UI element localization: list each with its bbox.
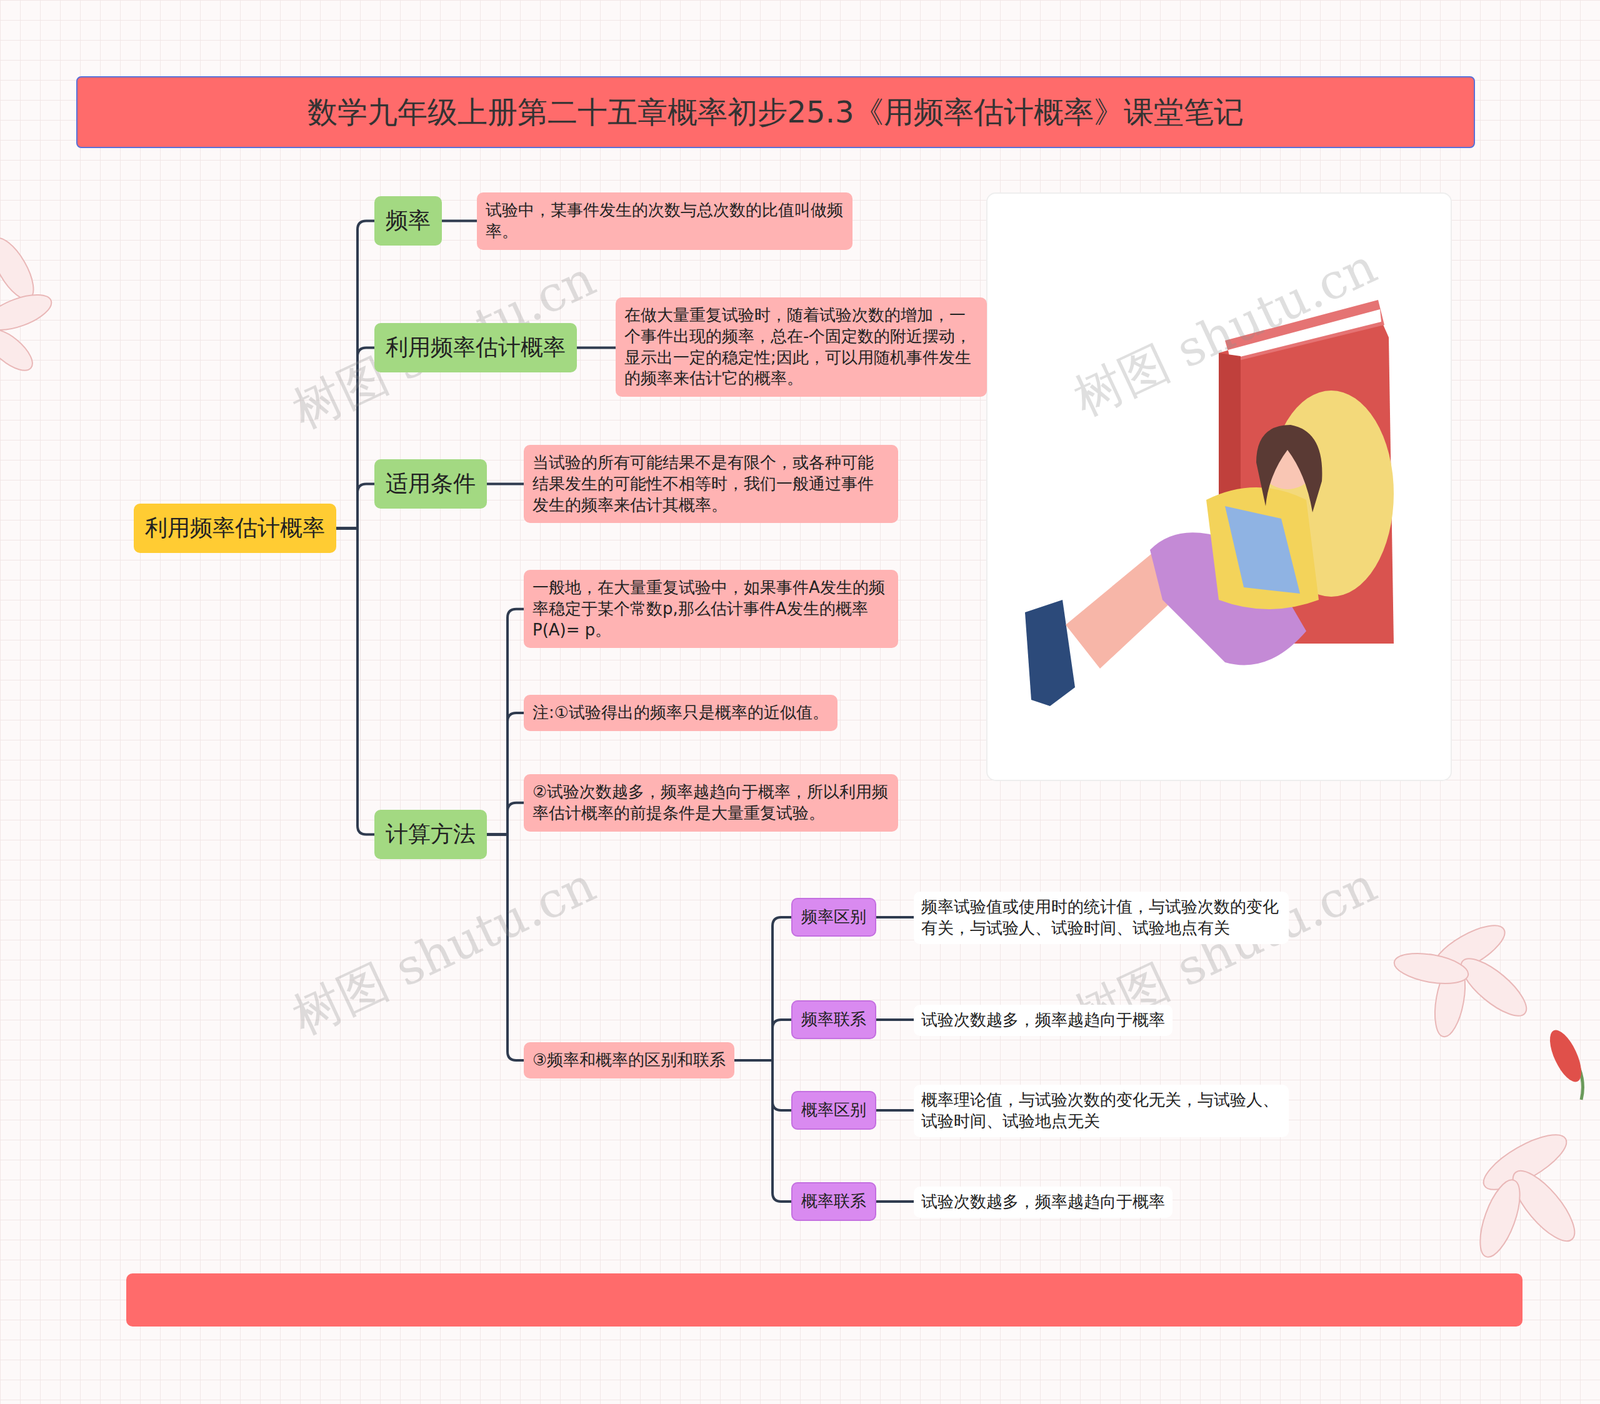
note-box: ③频率和概率的区别和联系 — [523, 1042, 735, 1079]
topic-box: 利用频率估计概率 — [374, 323, 577, 373]
connector — [486, 609, 524, 835]
node-text: 频率试验值或使用时的统计值，与试验次数的变化有关，与试验人、试验时间、试验地点有… — [921, 896, 1282, 940]
node-text: 当试验的所有可能结果不是有限个，或各种可能结果发生的可能性不相等时，我们一般通过… — [532, 452, 890, 516]
node-text: 概率区别 — [801, 1100, 867, 1122]
node-text: 利用频率估计概率 — [385, 333, 566, 363]
connector — [734, 1020, 792, 1061]
note-box: 当试验的所有可能结果不是有限个，或各种可能结果发生的可能性不相等时，我们一般通过… — [523, 445, 899, 524]
watermark: 树图 shutu.cn — [282, 853, 606, 1051]
node-text: 概率理论值，与试验次数的变化无关，与试验人、 试验时间、试验地点无关 — [921, 1090, 1282, 1133]
connector — [734, 1060, 792, 1111]
connector — [441, 219, 477, 222]
connector — [486, 803, 524, 835]
node-text: 适用条件 — [385, 469, 476, 499]
connector — [876, 916, 914, 919]
node-text: 计算方法 — [385, 820, 476, 850]
connector — [876, 1018, 914, 1022]
note-box: 试验中，某事件发生的次数与总次数的比值叫做频率。 — [476, 192, 853, 250]
footer-band — [126, 1273, 1523, 1327]
connector — [734, 917, 792, 1061]
node-text: 在做大量重复试验时，随着试验次数的增加，一个事件出现的频率，总在-个固定数的附近… — [624, 305, 979, 390]
sub-topic-box: 频率区别 — [791, 898, 877, 937]
connector — [486, 713, 524, 835]
note-box: 一般地，在大量重复试验中，如果事件A发生的频率稳定于某个常数p,那么估计事件A发… — [523, 570, 899, 649]
topic-box: 计算方法 — [374, 810, 487, 860]
sub-topic-box: 概率区别 — [791, 1091, 877, 1130]
node-text: 注:①试验得出的频率只是概率的近似值。 — [532, 702, 829, 724]
flower — [0, 231, 1585, 1262]
root-box: 利用频率估计概率 — [133, 503, 337, 554]
flower-bud — [1543, 1026, 1589, 1087]
node-text: 试验次数越多，频率越趋向于概率 — [921, 1191, 1165, 1214]
topic-box: 频率 — [374, 196, 442, 246]
detail-box: 频率试验值或使用时的统计值，与试验次数的变化有关，与试验人、试验时间、试验地点有… — [913, 891, 1289, 945]
node-text: 频率区别 — [801, 906, 867, 929]
node-text: ③频率和概率的区别和联系 — [532, 1050, 726, 1072]
topic-box: 适用条件 — [374, 459, 487, 509]
node-text: 试验次数越多，频率越趋向于概率 — [921, 1010, 1165, 1032]
note-box: 在做大量重复试验时，随着试验次数的增加，一个事件出现的频率，总在-个固定数的附近… — [615, 297, 987, 397]
node-text: 概率联系 — [801, 1191, 867, 1213]
sub-topic-box: 频率联系 — [791, 1000, 877, 1040]
note-box: 注:①试验得出的频率只是概率的近似值。 — [523, 695, 838, 732]
illustration-card — [986, 193, 1452, 781]
connector — [336, 483, 375, 529]
detail-box: 概率理论值，与试验次数的变化无关，与试验人、 试验时间、试验地点无关 — [913, 1085, 1289, 1138]
connector — [336, 528, 375, 835]
node-text: 利用频率估计概率 — [145, 513, 325, 544]
node-text: 一般地，在大量重复试验中，如果事件A发生的频率稳定于某个常数p,那么估计事件A发… — [532, 577, 890, 641]
connector — [734, 1060, 792, 1202]
connector — [876, 1200, 914, 1204]
note-box: ②试验次数越多，频率越趋向于概率，所以利用频率估计概率的前提条件是大量重复试验。 — [523, 774, 899, 832]
node-text: 频率 — [385, 206, 431, 236]
detail-box: 试验次数越多，频率越趋向于概率 — [913, 1005, 1173, 1037]
node-text: ②试验次数越多，频率越趋向于概率，所以利用频率估计概率的前提条件是大量重复试验。 — [532, 781, 890, 825]
connector — [486, 482, 524, 485]
connector — [576, 346, 616, 349]
detail-box: 试验次数越多，频率越趋向于概率 — [913, 1186, 1173, 1219]
sub-topic-box: 概率联系 — [791, 1182, 877, 1222]
connector — [876, 1109, 914, 1112]
node-text: 试验中，某事件发生的次数与总次数的比值叫做频率。 — [485, 200, 844, 243]
node-text: 频率联系 — [801, 1009, 867, 1031]
title-band: 数学九年级上册第二十五章概率初步25.3《用频率估计概率》课堂笔记 — [76, 76, 1475, 149]
title-text: 数学九年级上册第二十五章概率初步25.3《用频率估计概率》课堂笔记 — [307, 92, 1245, 133]
